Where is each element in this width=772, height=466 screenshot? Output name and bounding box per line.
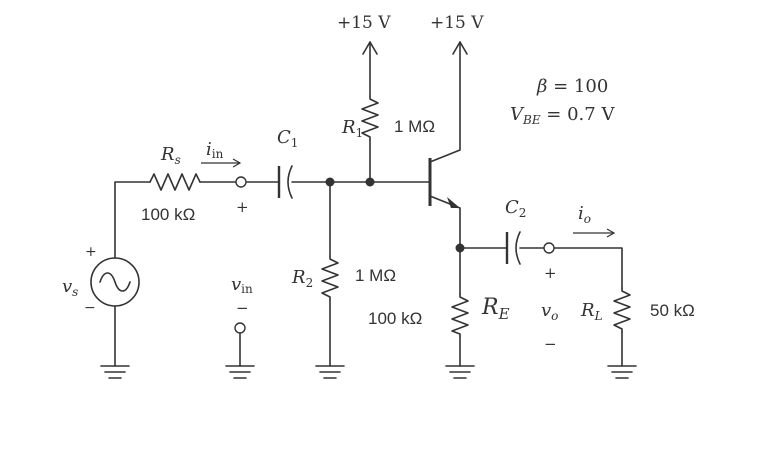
rl-symbol-label: RL (580, 300, 603, 323)
wires (114, 41, 623, 367)
resistor-r1 (361, 95, 379, 141)
r2-symbol-label: R2 (291, 267, 313, 290)
rl-value-label: 50 kΩ (650, 301, 695, 320)
junction-r2 (325, 177, 335, 187)
vin-minus-sign: − (236, 299, 249, 317)
output-terminal (543, 242, 555, 254)
current-arrow-iin (201, 158, 242, 168)
r1-value-label: 1 MΩ (394, 117, 435, 136)
vo-label: vo (541, 300, 558, 323)
c1-label: C1 (277, 127, 298, 150)
supply-arrow-right (452, 41, 468, 55)
c2-label: C2 (505, 197, 526, 220)
resistor-r2 (321, 255, 339, 301)
vin-plus-sign: + (236, 198, 249, 216)
rs-symbol-label: Rs (160, 144, 181, 167)
r2-value-label: 1 MΩ (355, 266, 396, 285)
rs-value-label: 100 kΩ (141, 205, 195, 224)
junction-emitter (455, 243, 465, 253)
wire-collector-supply (429, 41, 461, 163)
ground-symbol (315, 365, 345, 379)
junction-dots (325, 177, 465, 253)
beta-label: β = 100 (536, 76, 608, 97)
vo-minus-sign: − (544, 335, 557, 353)
current-arrow-io (573, 228, 616, 238)
re-symbol-label: RE (481, 295, 510, 323)
supply-arrow-left (362, 41, 378, 55)
vs-minus-sign: − (84, 300, 96, 316)
resistor-re (451, 293, 469, 337)
capacitor-c2 (505, 231, 521, 265)
io-label: io (578, 203, 591, 226)
vs-plus-sign: + (85, 244, 97, 260)
vin-label: vin (231, 274, 253, 296)
ground-symbol (445, 365, 475, 379)
resistor-rl (613, 287, 631, 333)
junction-r1 (365, 177, 375, 187)
supply-label-right: +15 V (430, 13, 484, 33)
capacitor-c1 (277, 165, 293, 199)
input-terminal (235, 176, 247, 188)
ground-symbol (100, 365, 130, 379)
resistor-rs (149, 173, 201, 191)
wire-emitter (429, 195, 461, 295)
vs-label: vs (62, 276, 78, 299)
vbe-label: VBE = 0.7 V (510, 104, 615, 127)
re-value-label: 100 kΩ (368, 309, 422, 328)
wire-source-top (114, 181, 151, 259)
vin-negative-terminal (234, 322, 246, 334)
ac-voltage-source (90, 257, 140, 307)
ground-symbol (225, 365, 255, 379)
vo-plus-sign: + (544, 264, 557, 282)
npn-transistor (428, 158, 460, 208)
wire-output-to-rl (553, 247, 623, 289)
supply-label-left: +15 V (337, 13, 391, 33)
r1-symbol-label: R1 (341, 117, 363, 140)
iin-label: iin (206, 139, 224, 161)
ground-symbol (607, 365, 637, 379)
